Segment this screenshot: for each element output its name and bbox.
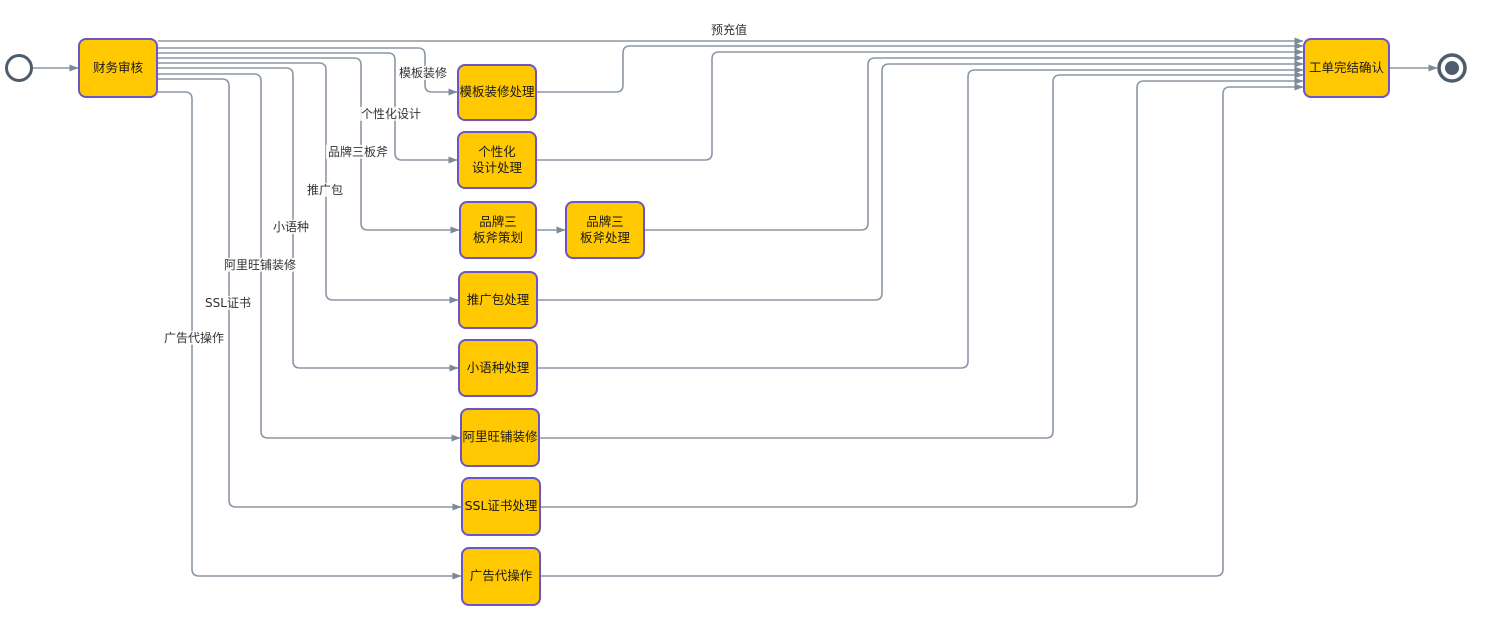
edge-label-aliwangpu-out: 阿里旺铺装修 xyxy=(221,257,299,273)
edge-ad-agency-ret xyxy=(541,83,1304,577)
node-personalized-design-process[interactable]: 个性化 设计处理 xyxy=(457,131,537,189)
edge-label-brand-three-axes-out: 品牌三板斧 xyxy=(325,144,391,160)
node-promotion-package-process[interactable]: 推广包处理 xyxy=(458,271,538,329)
node-finance-review[interactable]: 财务审核 xyxy=(78,38,158,98)
node-ssl-certificate-process[interactable]: SSL证书处理 xyxy=(461,477,541,536)
edge-label-prepaid-value: 预充值 xyxy=(708,22,750,38)
node-brand-three-axes-process[interactable]: 品牌三 板斧处理 xyxy=(565,201,645,259)
edge-ssl-certificate-out xyxy=(158,78,462,511)
edge-ssl-certificate-ret xyxy=(541,77,1304,508)
edge-label-ad-agency-out: 广告代操作 xyxy=(161,330,227,346)
node-minor-language-process[interactable]: 小语种处理 xyxy=(458,339,538,397)
edge-minor-language-ret xyxy=(538,66,1304,369)
node-order-completion-confirm[interactable]: 工单完结确认 xyxy=(1303,38,1390,98)
node-ad-agency-operation[interactable]: 广告代操作 xyxy=(461,547,541,606)
flow-edges xyxy=(32,37,1438,580)
node-brand-three-axes-planning[interactable]: 品牌三 板斧策划 xyxy=(459,201,537,259)
edge-promotion-package-ret xyxy=(538,60,1304,301)
node-aliwangpu-decoration[interactable]: 阿里旺铺装修 xyxy=(460,408,540,467)
edge-brand-three-axes-ret xyxy=(645,54,1304,231)
edge-aliwangpu-out xyxy=(158,73,461,442)
end-event[interactable] xyxy=(1437,53,1467,83)
edge-label-ssl-certificate-out: SSL证书 xyxy=(203,295,253,311)
edge-label-promotion-package-out: 推广包 xyxy=(304,182,346,198)
edge-aliwangpu-ret xyxy=(540,71,1304,439)
start-event[interactable] xyxy=(5,54,33,82)
edge-brand-three-axes-out xyxy=(158,57,460,234)
event-nodes xyxy=(5,53,1467,83)
edge-template-decoration-ret xyxy=(537,42,1304,93)
edge-minor-language-out xyxy=(158,67,459,372)
edge-personalized-design-ret xyxy=(537,48,1304,161)
edge-label-personalized-design-out: 个性化设计 xyxy=(358,106,424,122)
edge-promotion-package-out xyxy=(158,62,459,304)
edge-label-template-decoration-out: 模板装修 xyxy=(396,65,450,81)
edge-label-minor-language-out: 小语种 xyxy=(270,219,312,235)
edge-personalized-design-out xyxy=(158,52,458,164)
node-template-decoration-process[interactable]: 模板装修处理 xyxy=(457,64,537,121)
